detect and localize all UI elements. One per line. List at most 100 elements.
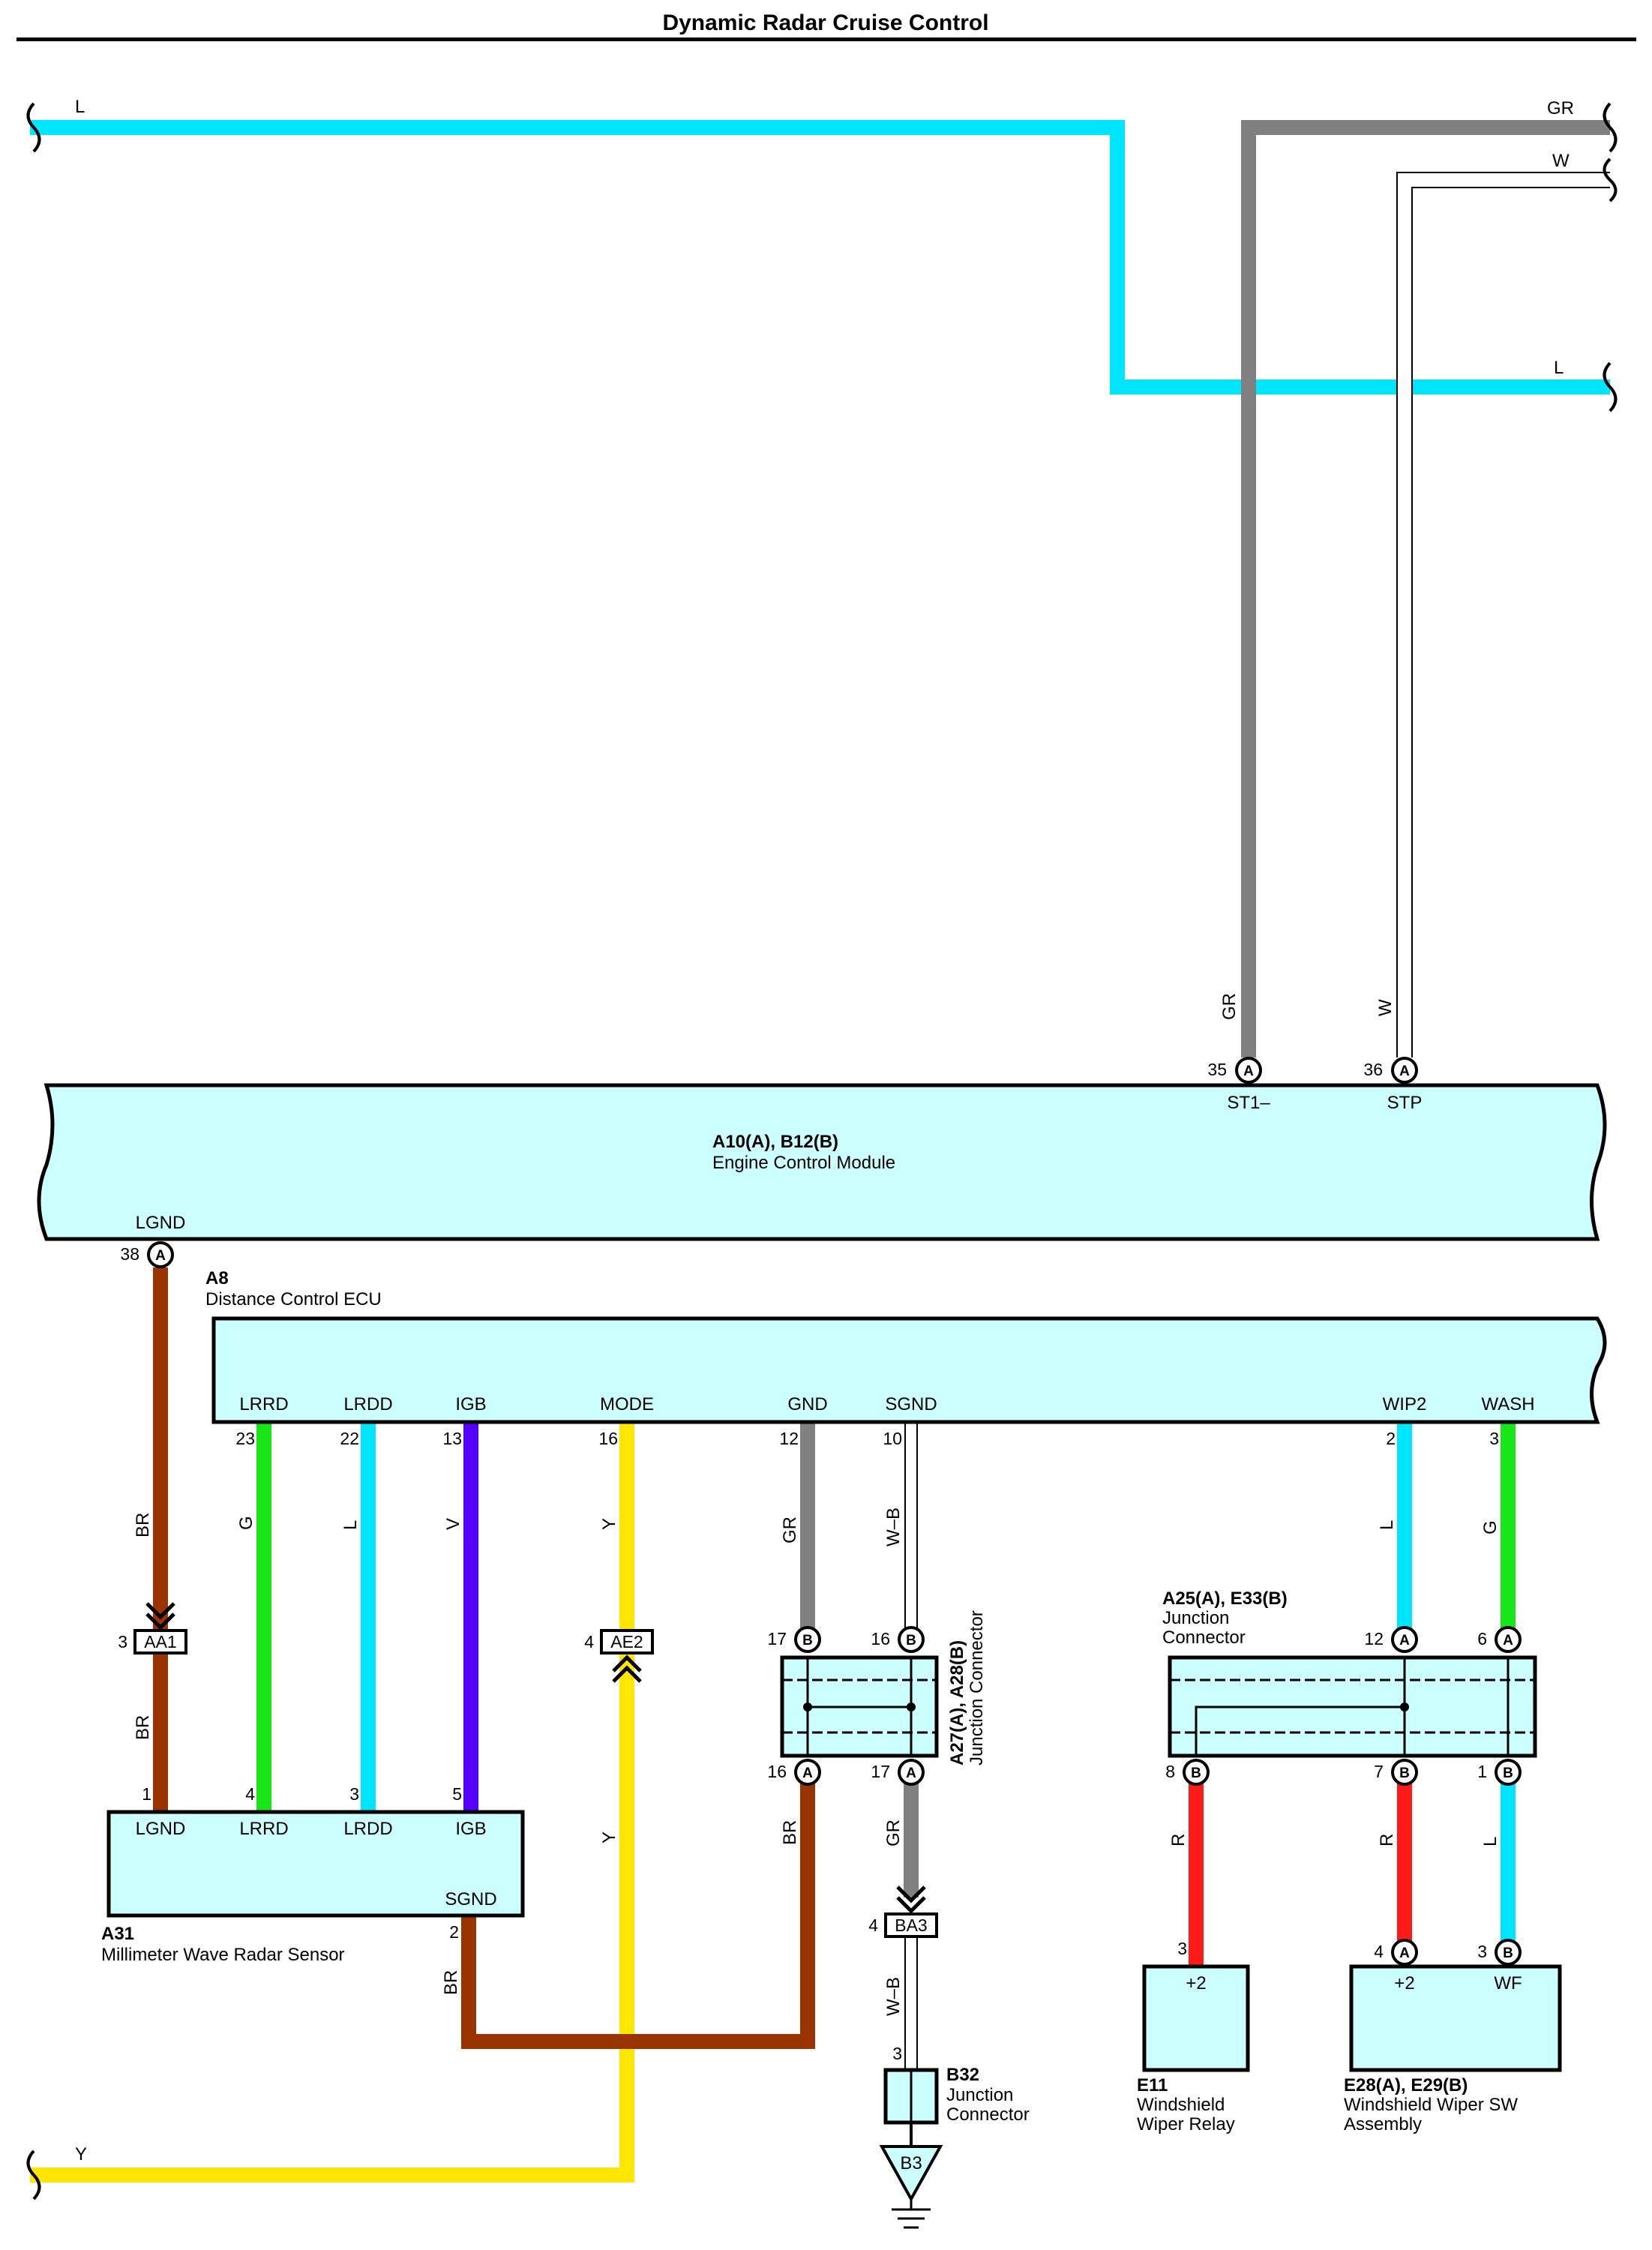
jc2-pin-bm-conn: B xyxy=(1399,1766,1410,1781)
ae2-num: 4 xyxy=(584,1632,594,1652)
wire-label-relay-r: R xyxy=(1168,1834,1189,1846)
radar-pin-sgnd-label: SGND xyxy=(445,1889,496,1910)
jc2-pin-bl-num: 8 xyxy=(1165,1762,1175,1781)
ecu-body xyxy=(211,1316,1607,1424)
wire-label-top-right-gr: GR xyxy=(1547,98,1574,118)
break-marks xyxy=(26,102,1618,2200)
wire-label-lrdd: L xyxy=(340,1520,361,1530)
jc2-pin-tr-num: 6 xyxy=(1477,1629,1487,1648)
relay-name-2: Wiper Relay xyxy=(1137,2114,1235,2134)
ecm-pin-st1-conn: A xyxy=(1243,1064,1254,1079)
wiper-sw-pin-p2-num: 4 xyxy=(1374,1942,1384,1961)
wire-w-stp xyxy=(1397,172,1610,1058)
radar-pin-lrdd-label: LRDD xyxy=(343,1819,392,1839)
relay-id: E11 xyxy=(1137,2075,1168,2096)
aa1-label: AA1 xyxy=(144,1632,176,1652)
ecu-pin-gnd-label: GND xyxy=(787,1394,827,1414)
ecm-body xyxy=(37,1083,1607,1241)
wiper-sw-body xyxy=(1349,1964,1562,2072)
radar-pin-igb-num: 5 xyxy=(452,1784,462,1804)
jc2-pin-br-conn: B xyxy=(1503,1766,1513,1781)
relay-body xyxy=(1142,1964,1250,2072)
ba3-label: BA3 xyxy=(895,1916,927,1935)
jc2-pin-bl-conn: B xyxy=(1191,1766,1201,1781)
wire-label-lgnd-upper: BR xyxy=(133,1513,153,1538)
wiper-sw-name-2: Assembly xyxy=(1344,2114,1422,2134)
relay-pin-num: 3 xyxy=(1177,1939,1187,1958)
wiper-sw-pin-wf-label: WF xyxy=(1494,1973,1522,1994)
ae2-label: AE2 xyxy=(610,1632,643,1652)
inline-connector-aa1: AA1 3 xyxy=(118,1602,187,1654)
wire-label-mid-right-l: L xyxy=(1554,358,1564,378)
jc2-name-1: Junction xyxy=(1162,1608,1229,1628)
jc2-pin-tl-conn: A xyxy=(1399,1633,1410,1648)
ground-symbol-icon xyxy=(879,2145,943,2203)
ecm-id: A10(A), B12(B) xyxy=(712,1132,838,1152)
ecu-pin-sgnd-num: 10 xyxy=(883,1429,902,1448)
jc1-pin-bl-num: 16 xyxy=(767,1762,787,1781)
wire-label-junction-gr: GR xyxy=(883,1820,904,1846)
diagram-title: Dynamic Radar Cruise Control xyxy=(662,10,988,35)
wire-label-wash: G xyxy=(1480,1520,1501,1534)
wiper-sw-pin-p2-label: +2 xyxy=(1394,1973,1414,1994)
radar-pin-sgnd-num: 2 xyxy=(449,1922,459,1942)
ecu-id: A8 xyxy=(205,1268,229,1288)
radar-pin-igb-label: IGB xyxy=(455,1819,486,1839)
radar-sensor: 1 LGND 4 LRRD 3 LRDD 5 IGB SGND 2 A31 Mi… xyxy=(101,1784,525,1965)
ground-label: B3 xyxy=(900,2153,922,2174)
wire-label-sensor-sgnd: BR xyxy=(441,1970,461,1995)
ecm-name: Engine Control Module xyxy=(712,1153,895,1173)
ecm-pin-stp-num: 36 xyxy=(1363,1060,1383,1079)
radar-pin-lgnd-num: 1 xyxy=(142,1784,151,1804)
wire-label-gnd: GR xyxy=(780,1516,800,1544)
ecu-pin-igb-num: 13 xyxy=(442,1429,462,1448)
break-mark-w-right xyxy=(1603,158,1618,202)
ecu-pin-sgnd-label: SGND xyxy=(885,1394,937,1414)
wiper-sw-id: E28(A), E29(B) xyxy=(1344,2075,1468,2096)
radar-id: A31 xyxy=(101,1924,134,1944)
ecm-pin-st1-num: 35 xyxy=(1207,1060,1227,1079)
jc1-pin-bl-conn: A xyxy=(802,1766,813,1781)
wire-label-wip2: L xyxy=(1377,1520,1397,1530)
break-mark-top-right xyxy=(1603,102,1618,153)
engine-control-module: A10(A), B12(B) Engine Control Module 35 … xyxy=(37,1057,1607,1268)
jc1-name: Junction Connector xyxy=(967,1610,987,1766)
b32-name-2: Connector xyxy=(946,2104,1030,2125)
break-mark-bottom-left xyxy=(26,2150,41,2200)
wire-label-igb: V xyxy=(443,1518,463,1530)
jc2-pin-tl-num: 12 xyxy=(1364,1629,1384,1648)
wire-label-sgnd: W–B xyxy=(883,1508,904,1546)
wire-label-wiper-sw-r: R xyxy=(1377,1834,1397,1846)
wire-y-mode xyxy=(30,1424,634,2182)
wire-labels: L GR W L GR W BR BR G L V Y Y GR W–B BR … xyxy=(75,97,1574,2164)
ecu-pin-lrdd-label: LRDD xyxy=(343,1394,392,1414)
ecu-pin-gnd-num: 12 xyxy=(779,1429,799,1448)
ecu-pin-wip2-num: 2 xyxy=(1386,1429,1396,1448)
ecu-name: Distance Control ECU xyxy=(205,1289,382,1310)
wire-gr-st1 xyxy=(1241,120,1610,1058)
radar-pin-lrrd-label: LRRD xyxy=(239,1819,288,1839)
jc1-pin-br-num: 17 xyxy=(871,1762,890,1781)
wire-label-mode-upper: Y xyxy=(599,1518,619,1530)
ecm-pin-stp-label: STP xyxy=(1387,1093,1423,1113)
wire-br-sgnd xyxy=(461,1772,815,2049)
wire-label-ecm-gr: GR xyxy=(1219,993,1240,1020)
ecu-pin-wip2-label: WIP2 xyxy=(1383,1394,1427,1414)
ecm-pin-stp-conn: A xyxy=(1399,1064,1410,1079)
wire-label-bottom-left: Y xyxy=(75,2144,87,2164)
wiper-sw-pin-wf-num: 3 xyxy=(1477,1942,1487,1961)
relay-pin-label: +2 xyxy=(1186,1973,1206,1994)
wiper-sw-pin-p2-conn: A xyxy=(1399,1946,1410,1961)
wire-label-wiper-sw-l: L xyxy=(1480,1837,1501,1846)
b32-id: B32 xyxy=(946,2065,979,2085)
radar-name: Millimeter Wave Radar Sensor xyxy=(101,1945,345,1965)
wire-label-top-left: L xyxy=(75,97,85,117)
jc1-pin-br-conn: A xyxy=(906,1766,916,1781)
windshield-wiper-relay: 3 +2 E11 Windshield Wiper Relay xyxy=(1137,1939,1250,2134)
jc2-pin-br-num: 1 xyxy=(1477,1762,1487,1781)
ecm-pin-lgnd-conn: A xyxy=(155,1248,166,1264)
radar-pin-lrdd-num: 3 xyxy=(349,1784,359,1804)
wiper-sw-name-1: Windshield Wiper SW xyxy=(1344,2095,1518,2115)
wire-label-lrrd: G xyxy=(236,1516,256,1530)
radar-pin-lrrd-num: 4 xyxy=(245,1784,255,1804)
